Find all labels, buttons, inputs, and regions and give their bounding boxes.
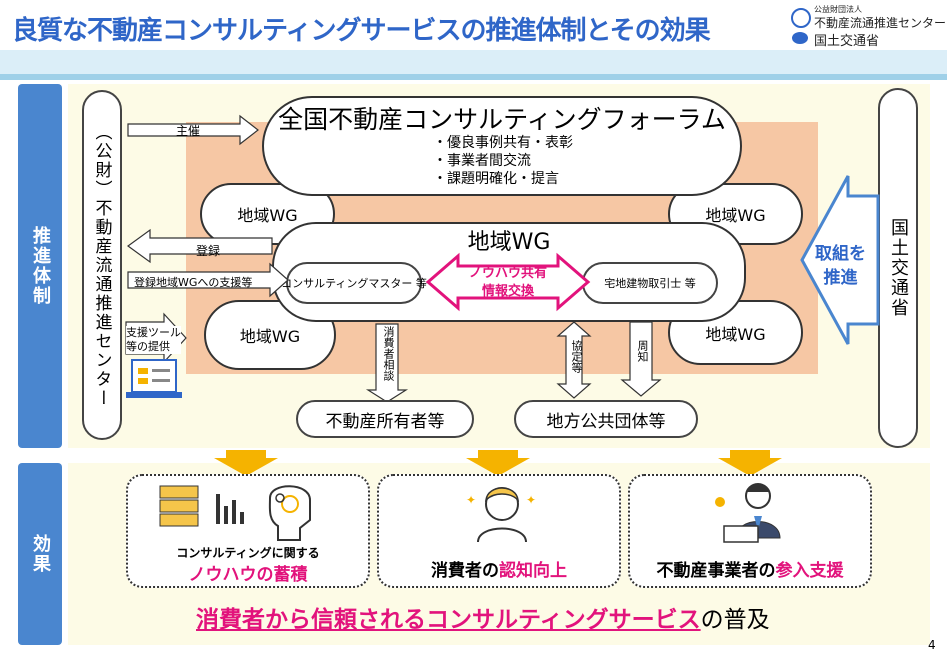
effect-knowhow-line2: ノウハウの蓄積 xyxy=(188,565,308,585)
header-band-accent xyxy=(0,74,947,80)
forum-item: ・事業者間交流 xyxy=(433,153,531,169)
forum-item: ・課題明確化・提言 xyxy=(433,171,559,187)
support-arrow xyxy=(127,262,289,298)
consult-label: 消費者相談 xyxy=(382,326,395,381)
consult-arrow xyxy=(365,323,409,403)
effect-arrow-3 xyxy=(718,450,782,476)
svg-text:✦: ✦ xyxy=(466,493,476,507)
host-label: 主催 xyxy=(176,124,201,138)
notice-arrow xyxy=(620,321,662,397)
svg-text:✦: ✦ xyxy=(526,493,536,507)
forum-cloud xyxy=(262,96,742,196)
effect-arrow-1 xyxy=(214,450,278,476)
center-logo-icon xyxy=(791,8,811,28)
forum-items: ・優良事例共有・表彰 ・事業者間交流 ・課題明確化・提言 xyxy=(433,134,573,188)
forum-item: ・優良事例共有・表彰 xyxy=(433,135,573,151)
register-label: 登録 xyxy=(196,244,221,258)
promote-arrow xyxy=(800,175,880,345)
logo-org-name: 不動産流通推進センター xyxy=(814,16,947,30)
register-arrow xyxy=(126,228,273,264)
effect-section-label: 効果 xyxy=(18,463,62,645)
forum-title: 全国不動産コンサルティングフォーラム xyxy=(278,105,726,134)
structure-section-label: 推進体制 xyxy=(18,84,62,448)
host-arrow xyxy=(127,114,259,146)
broker-box: 宅地建物取引士 等 xyxy=(582,262,718,304)
agreement-arrow xyxy=(556,321,592,399)
page-number: 4 xyxy=(928,638,936,652)
knowhow-share-label: ノウハウ共有 情報交換 xyxy=(468,266,547,299)
logo-org-small: 公益財団法人 xyxy=(814,5,862,14)
notice-label: 周知 xyxy=(636,340,649,362)
effect-awareness-text: 消費者の認知向上 xyxy=(431,561,567,581)
knowledge-accumulation-icon xyxy=(159,485,311,541)
effect-entry-text: 不動産事業者の参入支援 xyxy=(656,561,844,581)
agreement-label: 協定等 xyxy=(570,340,583,373)
effect-arrow-2 xyxy=(466,450,530,476)
ministry-box: 国土交通省 xyxy=(878,88,918,448)
owner-target: 不動産所有者等 xyxy=(296,400,474,438)
laptop-icon xyxy=(131,359,177,393)
business-person-icon xyxy=(715,483,781,543)
main-wg-title: 地域WG xyxy=(467,230,551,255)
bottom-message: 消費者から信頼されるコンサルティングサービスの普及 xyxy=(196,607,770,633)
center-org-box: （公財）不動産流通推進センター xyxy=(82,90,122,440)
logo-ministry: 国土交通省 xyxy=(814,34,880,49)
ministry-logo-icon xyxy=(792,32,808,44)
tools-label: 支援ツール 等の提供 xyxy=(126,326,181,354)
promote-label: 取組を 推進 xyxy=(815,244,866,288)
master-box: コンサルティングマスター 等 xyxy=(281,262,427,304)
government-target: 地方公共団体等 xyxy=(514,400,698,438)
effect-knowhow-line1: コンサルティングに関する xyxy=(176,546,320,560)
consumer-person-icon: ✦ ✦ xyxy=(466,487,536,542)
laptop-base-icon xyxy=(126,392,182,398)
page-title: 良質な不動産コンサルティングサービスの推進体制とその効果 xyxy=(12,16,711,46)
effect-box-awareness xyxy=(377,474,621,588)
header-band xyxy=(0,50,947,74)
knowhow-double-arrow xyxy=(425,252,591,312)
support-label: 登録地域WGへの支援等 xyxy=(134,276,253,289)
